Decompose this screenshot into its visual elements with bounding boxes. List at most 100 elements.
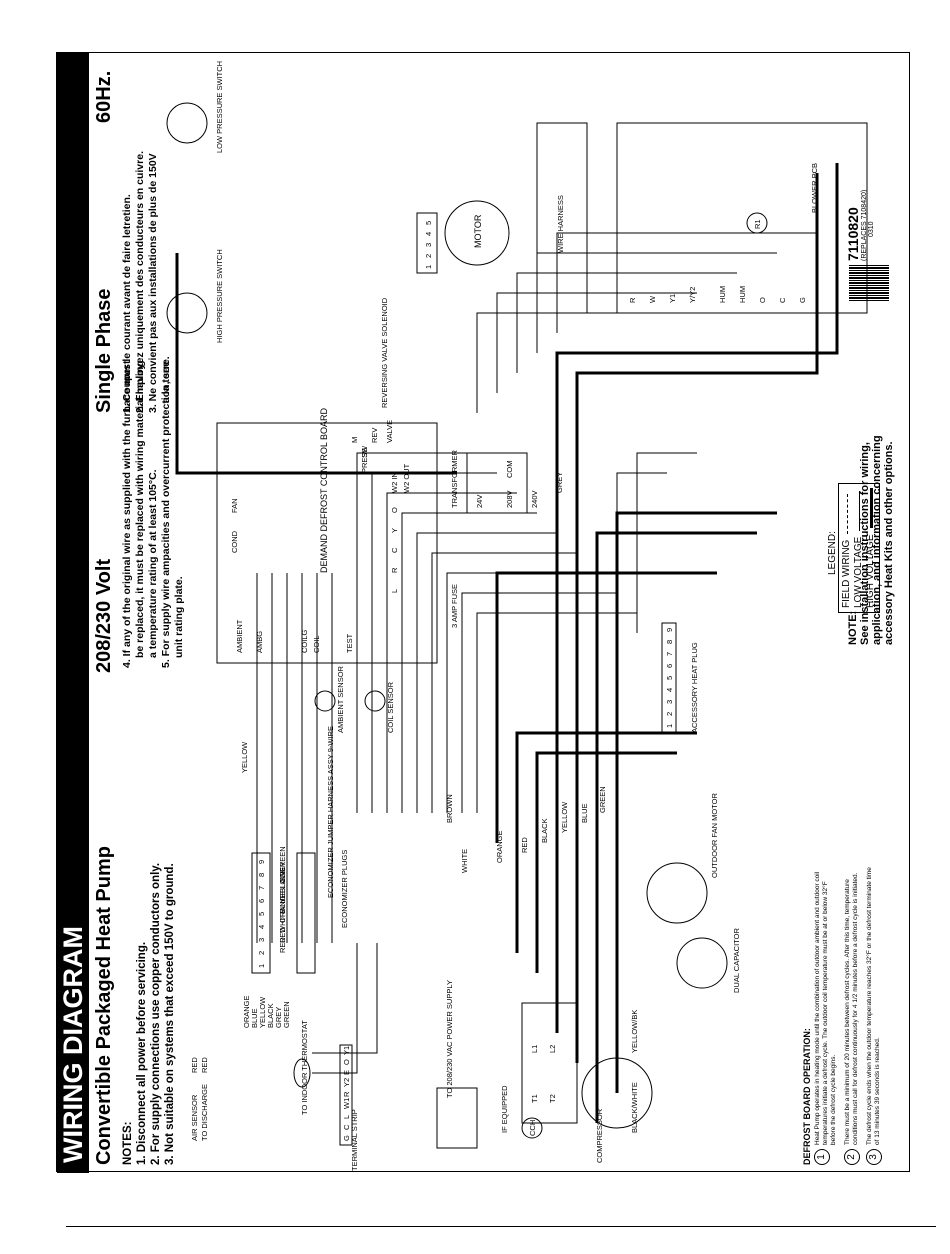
- dcb-term: FAN: [230, 498, 239, 513]
- high-pressure-label: HIGH PRESSURE SWITCH: [215, 249, 224, 343]
- acc-pin: 4: [665, 688, 674, 692]
- dcb-term: AMBG: [255, 631, 264, 653]
- wire-tag: RED: [520, 837, 529, 853]
- transformer-208v: 208V: [505, 490, 514, 508]
- wire-color-label: YELLOW: [258, 996, 267, 1028]
- wire: [312, 943, 358, 1074]
- air-sensor: AIR SENSOR TO DISCHARGE RED RED: [190, 1057, 311, 1141]
- dcb-term: L: [390, 589, 399, 593]
- motor-plug: [416, 212, 438, 274]
- pcb-term: HUM: [738, 286, 747, 303]
- pcb-term: O: [758, 297, 767, 303]
- dcb-term: VALVE: [385, 420, 394, 443]
- air-sensor-label: AIR SENSOR: [190, 1094, 199, 1141]
- motor-pin: 2: [424, 254, 433, 258]
- acc-pin: 3: [665, 700, 674, 704]
- contactor-box: [521, 1002, 578, 1124]
- contactor-l1: L1: [530, 1045, 539, 1053]
- wire-color-label: WHITE: [278, 909, 287, 933]
- dcb-term: Y: [390, 528, 399, 533]
- wire: [616, 472, 667, 653]
- diagram-frame: WIRING DIAGRAM Convertible Packaged Heat…: [56, 52, 911, 1173]
- plug-pin: 1: [257, 964, 266, 968]
- dcb-term: COILG: [300, 629, 309, 653]
- wire-tag: BLACK: [540, 818, 549, 843]
- schematic: AIR SENSOR TO DISCHARGE RED RED G C L W1…: [166, 61, 868, 1171]
- dcb-term: W2 IN: [390, 472, 399, 493]
- hv-wire: [555, 163, 839, 1033]
- dcb-term: M: [350, 437, 359, 443]
- wire: [556, 232, 817, 333]
- wire: [516, 272, 737, 373]
- ambient-sensor-symbol: [314, 690, 336, 712]
- pcb-term: Y/Y2: [688, 287, 697, 303]
- pcb-term: Y1: [668, 294, 677, 303]
- wire-color-label: BLACK: [278, 868, 287, 893]
- terminal-label: W1: [342, 1098, 351, 1109]
- dcb-term: SW: [360, 445, 369, 458]
- to-discharge-label: TO DISCHARGE: [200, 1084, 209, 1141]
- wire-color-label: ORANGE: [242, 995, 251, 1028]
- wire-color-label: BLUE: [278, 893, 287, 913]
- terminal-strip-label: TERMINAL STRIP: [350, 1109, 359, 1171]
- pcb-term: C: [778, 297, 787, 303]
- plug-pin: 5: [257, 912, 266, 916]
- coil-sensor-label: COIL SENSOR: [386, 681, 395, 733]
- reversing-valve-label: REVERSING VALVE SOLENOID: [380, 297, 389, 408]
- wire: [431, 552, 577, 813]
- wire-color-label: GREEN: [282, 1001, 291, 1028]
- plug-pin: 6: [257, 899, 266, 903]
- economizer-jumper-label: ECONOMIZER JUMPER HARNESS ASSY 9-WIRE: [326, 726, 335, 898]
- transformer-label: TRANSFORMER: [450, 450, 459, 509]
- cch-label: CCH: [528, 1120, 537, 1136]
- economizer-plugs-label: ECONOMIZER PLUGS: [340, 850, 349, 928]
- hv-wire: [515, 731, 697, 953]
- fuse-label: 3 AMP FUSE: [450, 584, 459, 628]
- transformer-240v: 240V: [530, 490, 539, 508]
- plug-pin: 8: [257, 873, 266, 877]
- blower-pcb-label: BLOWER PCB: [810, 163, 819, 213]
- wire-color-label: RED: [278, 927, 287, 943]
- harness-label: WIRE HARNESS: [556, 195, 565, 253]
- low-pressure-switch-symbol: [166, 102, 208, 144]
- hv-wire: [535, 751, 677, 973]
- wire: [476, 312, 667, 413]
- acc-pin: 2: [665, 712, 674, 716]
- transformer-24v: 24V: [475, 495, 484, 508]
- air-sensor-shape: [293, 1058, 311, 1088]
- pcb-term: W: [648, 295, 657, 303]
- plug-pin: 3: [257, 938, 266, 942]
- plug-pin: 7: [257, 886, 266, 890]
- terminal-label: O: [342, 1059, 351, 1065]
- dcb-term: TEST: [345, 633, 354, 653]
- sensors: AMBIENT SENSOR COIL SENSOR: [314, 665, 395, 733]
- motor-pin: 5: [424, 221, 433, 225]
- transformer-box: [466, 452, 528, 514]
- terminal-label: Y2: [342, 1078, 351, 1087]
- dcb-term: COIL: [312, 635, 321, 653]
- wire-tag: BLUE: [580, 803, 589, 823]
- wire-color-label: GREEN: [278, 846, 287, 873]
- wire: [496, 292, 697, 393]
- transformer-com: COM: [505, 461, 514, 479]
- pcb-term: HUM: [718, 286, 727, 303]
- terminal-label: Y1: [342, 1046, 351, 1055]
- rotated-sheet: WIRING DIAGRAM Convertible Packaged Heat…: [57, 53, 911, 1173]
- cch-symbol: [521, 1117, 543, 1139]
- acc-pin: 1: [665, 724, 674, 728]
- accessory-heat-plug: 1 2 3 4 5 6 7 8 9 ACCESSORY HEAT PLUG: [661, 622, 699, 734]
- footer-rule: [66, 1226, 936, 1227]
- dcb-term: COND: [230, 530, 239, 553]
- acc-pin: 6: [665, 664, 674, 668]
- terminal-label: L: [342, 1115, 351, 1119]
- dual-capacitor-symbol: [676, 937, 728, 989]
- wire-color-label: GREY: [278, 862, 287, 883]
- wire-color-label: YELLOW: [278, 871, 287, 903]
- dual-capacitor-label: DUAL CAPACITOR: [732, 928, 741, 993]
- low-voltage-wires: [256, 232, 817, 1074]
- wire-color-label: GREY: [274, 1007, 283, 1028]
- wire: [312, 943, 378, 1054]
- outdoor-fan-label: OUTDOOR FAN MOTOR: [710, 793, 719, 878]
- if-equipped-label: IF EQUIPPED: [500, 1085, 509, 1133]
- r1-label: R1: [753, 219, 762, 229]
